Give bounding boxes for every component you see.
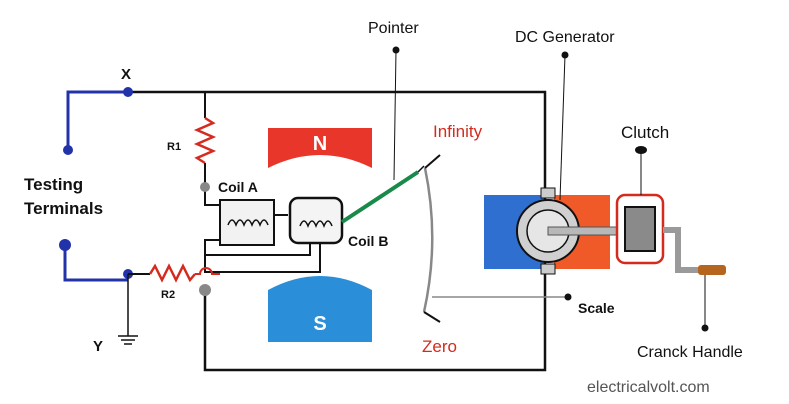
coil-a-label: Coil A <box>218 179 258 195</box>
crank-arm <box>663 227 700 273</box>
scale-zero-tick <box>423 311 441 323</box>
meter-scale-arc <box>422 167 434 313</box>
r1-resistor-icon <box>193 116 217 165</box>
terminal-x-end <box>63 145 73 155</box>
infinity-label: Infinity <box>433 122 483 141</box>
pointer-leader <box>393 49 397 181</box>
pointer-needle <box>340 170 420 224</box>
coil-interconnect-wire-1 <box>204 232 321 273</box>
watermark-text: electricalvolt.com <box>587 379 710 396</box>
node-x <box>123 87 133 97</box>
r1-to-coil-a-wire <box>204 163 220 206</box>
ground-icon <box>118 335 138 345</box>
crank-handle-icon <box>698 265 726 275</box>
south-magnet-label: S <box>313 313 326 335</box>
r2-crossover-wire <box>195 267 220 275</box>
terminal-y-end <box>59 239 71 251</box>
r2-resistor-icon <box>148 263 196 283</box>
x-terminal-label: X <box>121 66 131 83</box>
y-terminal-label: Y <box>93 338 103 355</box>
dc-generator-label: DC Generator <box>515 29 615 46</box>
pointer-needle-tip <box>417 165 425 173</box>
coil-a-icon <box>219 199 275 246</box>
generator-brush-top <box>540 187 556 199</box>
north-magnet-label: N <box>313 133 327 155</box>
clutch-leader-dot <box>635 146 647 154</box>
pointer-leader-dot <box>392 46 400 54</box>
coil-b-label: Coil B <box>348 233 388 249</box>
outer-circuit-wire <box>128 90 547 372</box>
crank-handle-label: Cranck Handle <box>637 344 743 361</box>
coil-b-winding <box>299 220 333 229</box>
generator-shaft <box>547 226 625 236</box>
terminal-y-lead <box>63 245 128 282</box>
coil-a-winding <box>227 219 269 228</box>
clutch-icon <box>624 206 656 252</box>
scale-label: Scale <box>578 300 615 316</box>
scale-leader-dot <box>564 293 572 301</box>
pointer-label: Pointer <box>368 20 419 37</box>
coil-a-node <box>200 182 210 192</box>
scale-infinity-tick <box>424 154 441 169</box>
terminals-label: Terminals <box>24 199 103 218</box>
south-magnet-icon <box>268 276 372 342</box>
generator-leader-dot <box>561 51 569 59</box>
clutch-label: Clutch <box>621 123 669 142</box>
terminal-x-lead <box>66 90 128 150</box>
crank-leader-dot <box>701 324 709 332</box>
north-magnet-icon <box>268 128 372 168</box>
generator-brush-bottom <box>540 263 556 275</box>
r2-label: R2 <box>161 289 175 301</box>
coil-b-icon <box>288 196 344 245</box>
generator-leader <box>559 54 566 201</box>
testing-label: Testing <box>24 175 83 194</box>
zero-label: Zero <box>422 337 457 356</box>
r2-node <box>199 284 211 296</box>
r1-label: R1 <box>167 141 181 153</box>
